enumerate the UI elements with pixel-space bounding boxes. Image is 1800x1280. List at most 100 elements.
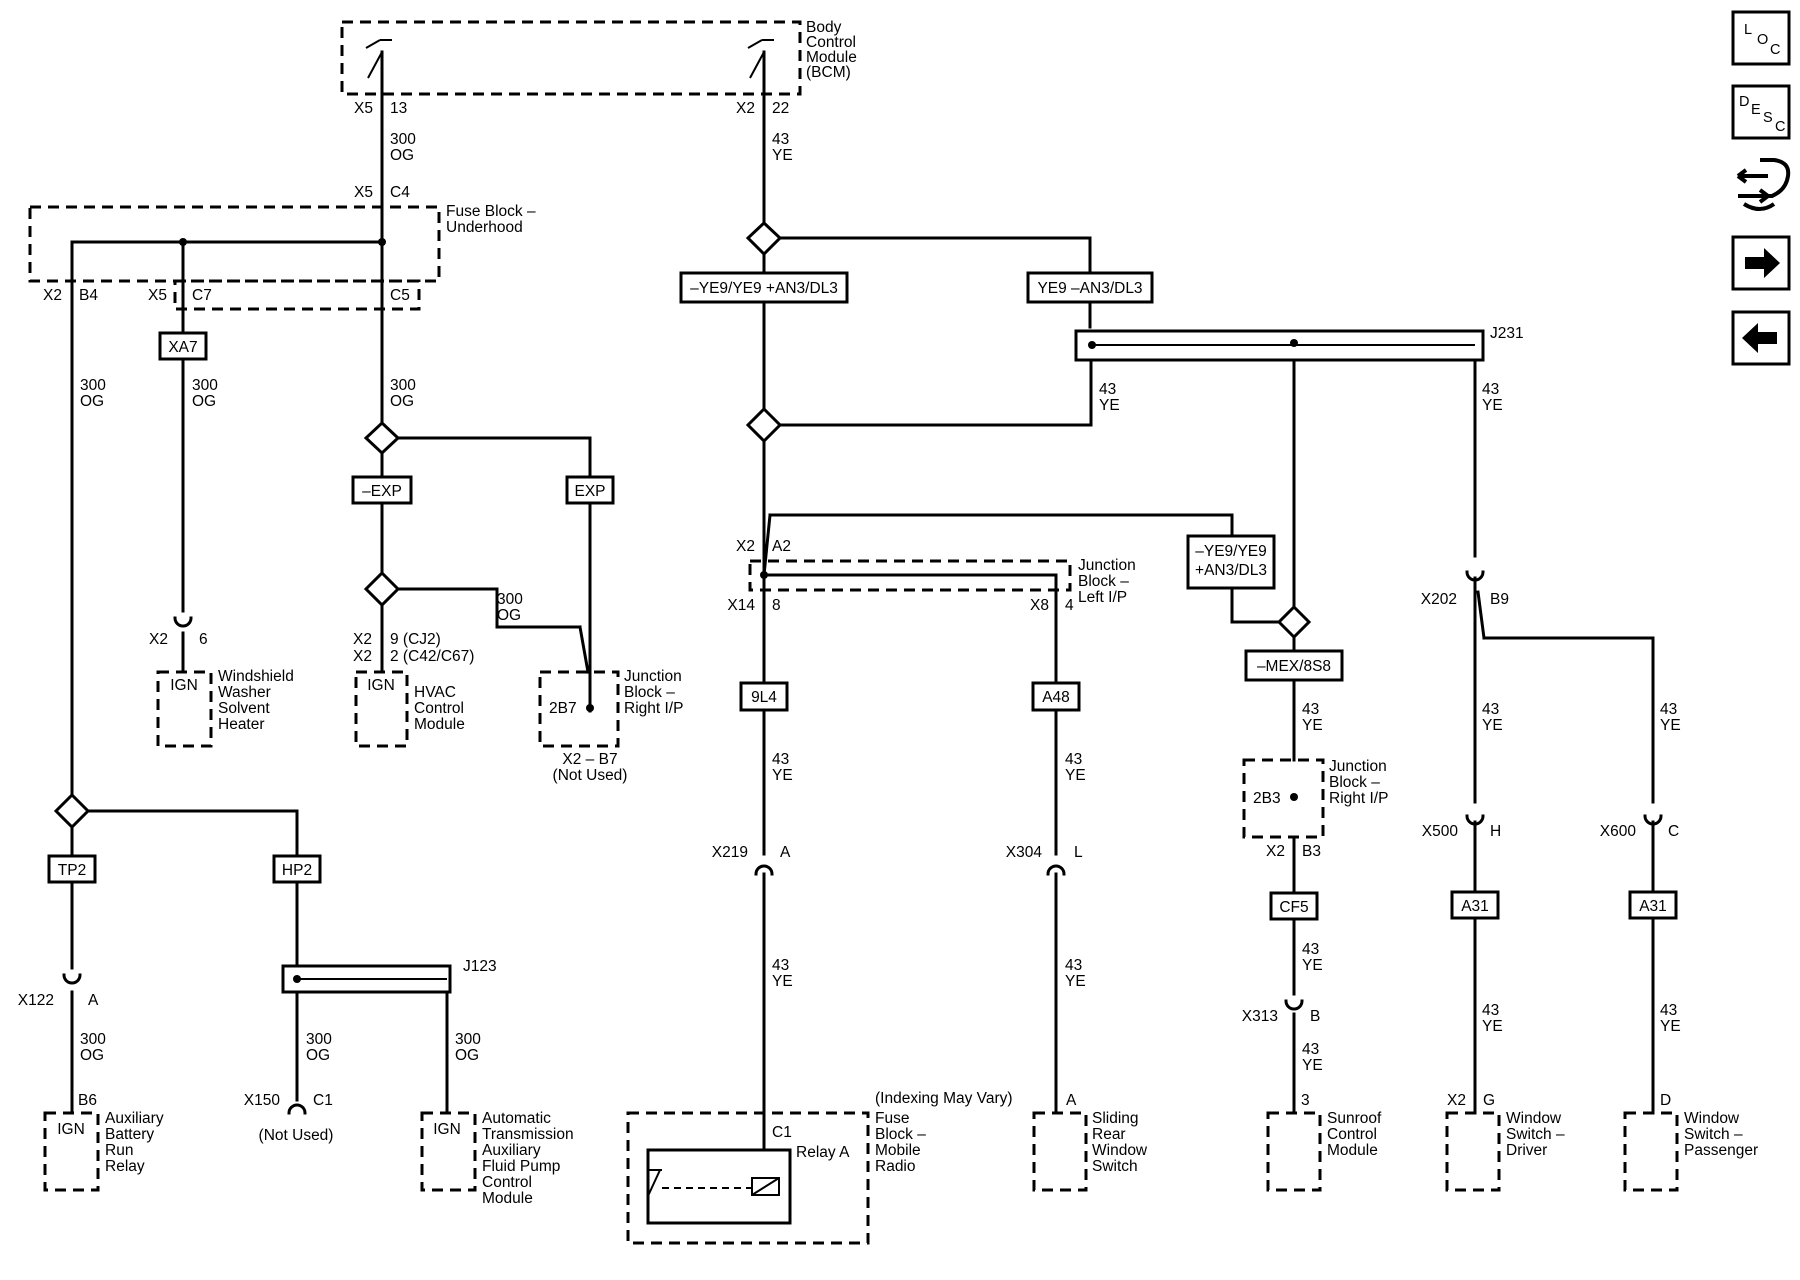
sunroof-module-label: Sunroof Control Module bbox=[1327, 1110, 1382, 1159]
svg-text:8: 8 bbox=[772, 597, 781, 614]
svg-text:X2: X2 bbox=[1447, 1092, 1466, 1109]
svg-text:L: L bbox=[1074, 844, 1083, 861]
junction-block-right-ip-label: Junction Block – Right I/P bbox=[624, 668, 683, 717]
svg-text:(Not Used): (Not Used) bbox=[259, 1127, 334, 1144]
svg-text:OG: OG bbox=[390, 393, 414, 410]
svg-text:C5: C5 bbox=[390, 287, 410, 304]
window-switch-driver-outline bbox=[1445, 1111, 1501, 1192]
svg-text:YE: YE bbox=[1099, 397, 1120, 414]
svg-text:A: A bbox=[88, 992, 99, 1009]
svg-text:B: B bbox=[1310, 1008, 1320, 1025]
svg-text:X8: X8 bbox=[1030, 597, 1049, 614]
desc-button[interactable]: D E S C bbox=[1731, 84, 1791, 140]
svg-text:300: 300 bbox=[306, 1031, 332, 1048]
svg-text:Control: Control bbox=[482, 1174, 532, 1191]
aux-battery-relay-label: Auxiliary Battery Run Relay bbox=[105, 1110, 164, 1175]
svg-text:4: 4 bbox=[1065, 597, 1074, 614]
svg-text:B4: B4 bbox=[79, 287, 98, 304]
svg-text:OG: OG bbox=[390, 147, 414, 164]
svg-text:YE: YE bbox=[1065, 973, 1086, 990]
svg-text:Control: Control bbox=[414, 700, 464, 717]
svg-text:43: 43 bbox=[772, 957, 789, 974]
trans-pump-module-label: Automatic Transmission Auxiliary Fluid P… bbox=[482, 1110, 574, 1207]
svg-text:YE: YE bbox=[1302, 717, 1323, 734]
svg-text:Passenger: Passenger bbox=[1684, 1142, 1758, 1159]
option-a31-passenger bbox=[1628, 890, 1678, 920]
option-a48-label: A48 bbox=[1042, 689, 1070, 706]
ign-label-hvac: IGN bbox=[367, 677, 395, 694]
svg-text:X313: X313 bbox=[1242, 1008, 1278, 1025]
ign-label-trans: IGN bbox=[433, 1121, 461, 1138]
svg-text:X600: X600 bbox=[1600, 823, 1637, 840]
loc-button[interactable]: L O C bbox=[1731, 10, 1791, 66]
connector-tool-button[interactable] bbox=[1733, 152, 1791, 216]
option-ye9-b bbox=[1026, 271, 1154, 304]
svg-text:X5: X5 bbox=[354, 184, 373, 201]
relay-c1-label: C1 bbox=[772, 1124, 792, 1141]
svg-text:300: 300 bbox=[497, 591, 523, 608]
svg-text:X219: X219 bbox=[712, 844, 748, 861]
relay-a-label: Relay A bbox=[796, 1144, 850, 1161]
option-ye9-b-label: YE9 –AN3/DL3 bbox=[1037, 280, 1142, 297]
svg-text:Transmission: Transmission bbox=[482, 1126, 574, 1143]
svg-text:Washer: Washer bbox=[218, 684, 271, 701]
fuse-block-underhood-outline bbox=[28, 205, 441, 283]
svg-text:300: 300 bbox=[455, 1031, 481, 1048]
option-ye9-a bbox=[679, 271, 849, 304]
next-button[interactable] bbox=[1731, 235, 1791, 291]
bcm-label: Body Control Module (BCM) bbox=[806, 19, 857, 81]
svg-text:X2: X2 bbox=[736, 100, 755, 117]
svg-text:Fuse: Fuse bbox=[875, 1110, 909, 1127]
svg-text:A2: A2 bbox=[772, 538, 791, 555]
svg-text:43: 43 bbox=[1482, 1002, 1499, 1019]
svg-text:Switch –: Switch – bbox=[1684, 1126, 1743, 1143]
svg-text:YE: YE bbox=[1482, 717, 1503, 734]
option-cf5 bbox=[1269, 891, 1319, 921]
junction-block-left-ip-outline bbox=[748, 559, 1072, 592]
svg-text:43: 43 bbox=[1302, 1041, 1319, 1058]
svg-text:Window: Window bbox=[1506, 1110, 1562, 1127]
svg-text:Control: Control bbox=[806, 34, 856, 51]
svg-text:Battery: Battery bbox=[105, 1126, 154, 1143]
svg-text:300: 300 bbox=[390, 131, 416, 148]
option-mex-label: –MEX/8S8 bbox=[1257, 658, 1331, 675]
svg-text:Left I/P: Left I/P bbox=[1078, 589, 1127, 606]
svg-text:43: 43 bbox=[772, 131, 789, 148]
svg-text:Run: Run bbox=[105, 1142, 133, 1159]
option-tp2-label: TP2 bbox=[58, 862, 86, 879]
option-ye9-c-line2: +AN3/DL3 bbox=[1195, 562, 1267, 579]
svg-text:B3: B3 bbox=[1302, 843, 1321, 860]
svg-text:Module: Module bbox=[806, 49, 857, 66]
svg-text:Junction: Junction bbox=[1329, 758, 1387, 775]
svg-text:2 (C42/C67): 2 (C42/C67) bbox=[390, 648, 474, 665]
svg-text:H: H bbox=[1490, 823, 1501, 840]
connector-symbols bbox=[62, 570, 1663, 1115]
option-a31-driver bbox=[1450, 890, 1500, 920]
arrow-left-icon bbox=[1742, 323, 1777, 353]
option-xa7-label: XA7 bbox=[168, 339, 197, 356]
sunroof-module-outline bbox=[1266, 1111, 1322, 1192]
svg-text:Junction: Junction bbox=[1078, 557, 1136, 574]
svg-text:300: 300 bbox=[390, 377, 416, 394]
svg-text:Sunroof: Sunroof bbox=[1327, 1110, 1382, 1127]
svg-text:Module: Module bbox=[414, 716, 465, 733]
fuse-block-mobile-radio-outline bbox=[626, 1111, 870, 1245]
option-mex bbox=[1244, 649, 1344, 682]
svg-text:Auxiliary: Auxiliary bbox=[105, 1110, 164, 1127]
svg-text:S: S bbox=[1763, 110, 1773, 126]
sliding-window-switch-label: Sliding Rear Window Switch bbox=[1092, 1110, 1148, 1175]
indexing-note: (Indexing May Vary) bbox=[875, 1090, 1013, 1107]
prev-button[interactable] bbox=[1731, 310, 1791, 366]
arrow-right-icon bbox=[1745, 248, 1780, 278]
junction-block-right-ip-outline bbox=[538, 670, 620, 748]
svg-text:C: C bbox=[1770, 42, 1780, 58]
svg-text:YE: YE bbox=[1660, 717, 1681, 734]
jb-2b7-label: 2B7 bbox=[549, 700, 577, 717]
option-hp2 bbox=[272, 854, 322, 884]
svg-text:C1: C1 bbox=[313, 1092, 333, 1109]
junction-block-right-ip-2-label: Junction Block – Right I/P bbox=[1329, 758, 1388, 807]
svg-text:(BCM): (BCM) bbox=[806, 64, 851, 81]
